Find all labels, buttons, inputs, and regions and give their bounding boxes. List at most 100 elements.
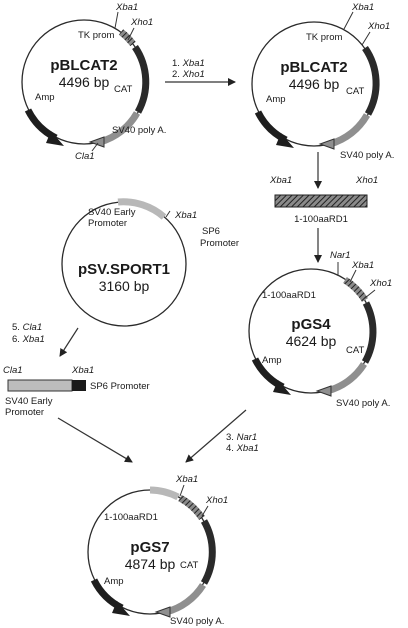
amp-arrowhead: [276, 133, 294, 148]
amp-label: Amp: [262, 355, 282, 366]
xho1-site-label: Xho1: [130, 17, 153, 28]
step4-enzyme: Xba1: [236, 443, 259, 454]
plasmid-pblcat2-right: Xba1 Xho1 TK prom pBLCAT2 4496 bp CAT Am…: [251, 2, 394, 161]
step5-number: 5.: [12, 322, 20, 333]
plasmid-name: pGS4: [291, 316, 331, 333]
rd1-fragment-label: 1-100aaRD1: [294, 214, 348, 225]
cat-gene-segment: [132, 45, 150, 114]
sp6-promoter-bar: [72, 380, 86, 391]
nar1-site-label: Nar1: [330, 250, 351, 261]
plasmid-psvsport1: SV40 Early Promoter Xba1 SP6 Promoter pS…: [61, 198, 239, 327]
amp-label: Amp: [35, 92, 55, 103]
svg-text:6. Xba1: 6. Xba1: [12, 334, 45, 345]
step3-enzyme: Nar1: [237, 432, 258, 443]
plasmid-name: pBLCAT2: [280, 59, 347, 76]
step6-number: 6.: [12, 334, 20, 345]
amp-arrowhead: [46, 131, 64, 146]
sv40-polya-segment: [328, 113, 371, 148]
step4-number: 4.: [226, 443, 234, 454]
cat-gene-segment: [362, 46, 380, 116]
plasmid-name: pBLCAT2: [50, 57, 117, 74]
sv40-polya-label: SV40 poly A.: [170, 616, 224, 627]
sv40-early-label-line1: SV40 Early: [5, 396, 53, 407]
amp-arrowhead: [273, 380, 291, 395]
sv40-fragment: Cla1 Xba1 SP6 Promoter SV40 Early Promot…: [3, 365, 150, 418]
step-arrow-3-4: 3. Nar1 4. Xba1: [185, 409, 259, 463]
plasmid-size: 4496 bp: [289, 76, 340, 92]
rd1-label: 1-100aaRD1: [262, 290, 316, 301]
xho1-site-label: Xho1: [369, 278, 392, 289]
svg-text:2. Xho1: 2. Xho1: [172, 69, 205, 80]
step-arrow-5-6: 5. Cla1 6. Xba1: [12, 322, 79, 357]
cat-label: CAT: [346, 86, 364, 97]
sv40-arrowhead: [154, 606, 171, 618]
amp-label: Amp: [104, 576, 124, 587]
fragment-xho1-label: Xho1: [355, 175, 378, 186]
svg-text:3. Nar1: 3. Nar1: [226, 432, 257, 443]
plasmid-size: 4624 bp: [286, 333, 337, 349]
sv40-arrowhead: [318, 138, 335, 150]
step5-enzyme: Cla1: [23, 322, 43, 333]
sv40-polya-label: SV40 poly A.: [336, 398, 390, 409]
sv40-early-label-line1: SV40 Early: [88, 207, 136, 218]
sp6-promoter-label: SP6 Promoter: [90, 381, 150, 392]
xba1-site-label: Xba1: [115, 2, 138, 13]
amp-label: Amp: [266, 94, 286, 105]
rd1-fragment: Xba1 Xho1 1-100aaRD1: [269, 175, 378, 225]
step2-number: 2.: [172, 69, 180, 80]
plasmid-pgs7: Xba1 Xho1 1-100aaRD1 pGS7 4874 bp CAT Am…: [87, 474, 228, 627]
xba1-site-label: Xba1: [174, 210, 197, 221]
sv40-promoter-bar: [7, 379, 73, 392]
sv40-polya-segment: [326, 362, 367, 395]
plasmid-size: 3160 bp: [99, 278, 150, 294]
cat-label: CAT: [180, 560, 198, 571]
sv40-arrowhead: [88, 136, 105, 148]
xba1-site-label: Xba1: [351, 2, 374, 13]
cat-label: CAT: [114, 84, 132, 95]
fragment-xba1-label: Xba1: [269, 175, 292, 186]
svg-text:1. Xba1: 1. Xba1: [172, 58, 205, 69]
plasmid-size: 4496 bp: [59, 74, 110, 90]
step3-number: 3.: [226, 432, 234, 443]
cat-label: CAT: [346, 345, 364, 356]
plasmid-name: pGS7: [130, 539, 169, 556]
sv40-early-label-line2: Promoter: [88, 218, 127, 229]
sv40-early-label-line2: Promoter: [5, 407, 44, 418]
sv40-polya-label: SV40 poly A.: [112, 125, 166, 136]
step-arrow-1-2: 1. Xba1 2. Xho1: [165, 58, 236, 86]
step2-enzyme: Xho1: [182, 69, 205, 80]
svg-text:5. Cla1: 5. Cla1: [12, 322, 42, 333]
xho1-site-label: Xho1: [205, 495, 228, 506]
rd1-insert-segment: [178, 494, 205, 521]
cat-gene-segment: [200, 519, 216, 585]
xho1-site-label: Xho1: [367, 21, 390, 32]
tk-promoter-label: TK prom: [306, 32, 343, 43]
arrow-fragment-to-pgs7: [57, 417, 133, 463]
rd1-label: 1-100aaRD1: [104, 512, 158, 523]
step1-enzyme: Xba1: [182, 58, 205, 69]
fragment-cla1-label: Cla1: [3, 365, 23, 376]
rd1-fragment-bar: [274, 194, 368, 208]
plasmid-pgs4: Nar1 Xba1 Xho1 1-100aaRD1 pGS4 4624 bp C…: [248, 250, 392, 409]
plasmid-pblcat2-left: Xba1 Xho1 TK prom pBLCAT2 4496 bp CAT Am…: [21, 2, 166, 162]
rd1-insert-segment: [343, 277, 368, 302]
plasmid-name: pSV.SPORT1: [78, 261, 170, 278]
svg-text:4. Xba1: 4. Xba1: [226, 443, 259, 454]
amp-arrowhead: [112, 601, 130, 616]
sv40-polya-label: SV40 poly A.: [340, 150, 394, 161]
cla1-site-label: Cla1: [75, 151, 95, 162]
cat-gene-segment: [361, 301, 377, 364]
step6-enzyme: Xba1: [22, 334, 45, 345]
step1-number: 1.: [172, 58, 180, 69]
sp6-label-line2: Promoter: [200, 238, 239, 249]
xba1-site-label: Xba1: [175, 474, 198, 485]
xba1-site-label: Xba1: [351, 260, 374, 271]
sv40-arrowhead: [315, 385, 332, 397]
sv40-early-promoter-segment: [117, 198, 167, 220]
sv40-early-promoter-segment: [149, 486, 180, 501]
fragment-xba1-label: Xba1: [71, 365, 94, 376]
sp6-label-line1: SP6: [202, 226, 220, 237]
tk-promoter-segment: [118, 29, 136, 47]
tk-promoter-label: TK prom: [78, 30, 115, 41]
